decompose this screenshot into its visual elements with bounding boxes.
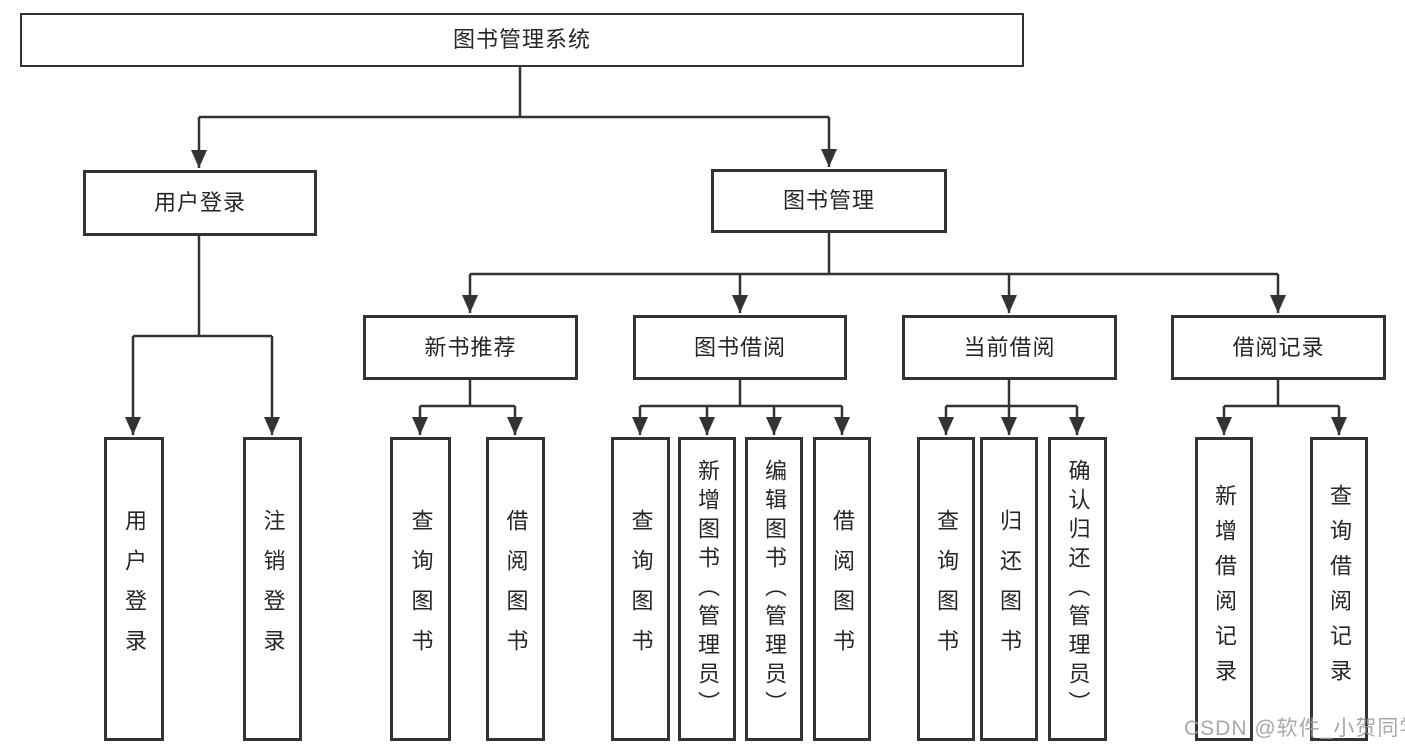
- node-new-book-rec: 新书推荐: [363, 315, 578, 380]
- node-current-return-books: 归还图书: [980, 437, 1038, 741]
- node-borrow-add-books: 新增图书（管理员）: [678, 437, 736, 741]
- node-current-confirm-return: 确认归还（管理员）: [1048, 437, 1107, 741]
- node-user-login: 用户登录: [83, 170, 317, 236]
- node-current-borrow: 当前借阅: [902, 315, 1117, 380]
- node-borrow-edit-books: 编辑图书（管理员）: [745, 437, 803, 741]
- node-book-mgmt: 图书管理: [711, 169, 947, 233]
- csdn-watermark: CSDN @软件_小贺同学: [1184, 717, 1405, 740]
- node-current-query-books: 查询图书: [917, 437, 975, 741]
- connector-rails: [133, 67, 1339, 408]
- node-user-login-action: 用户登录: [104, 437, 164, 741]
- node-borrow-borrow-books: 借阅图书: [813, 437, 871, 741]
- node-rec-borrow-books: 借阅图书: [486, 437, 545, 741]
- node-borrow-query-books: 查询图书: [611, 437, 670, 741]
- node-borrow-records: 借阅记录: [1171, 315, 1386, 380]
- node-records-query-record: 查询借阅记录: [1310, 437, 1368, 741]
- node-logout-action: 注销登录: [243, 437, 302, 741]
- node-root: 图书管理系统: [20, 13, 1024, 67]
- node-book-borrow: 图书借阅: [633, 315, 847, 380]
- node-records-add-record: 新增借阅记录: [1195, 437, 1253, 741]
- node-rec-query-books: 查询图书: [390, 437, 451, 741]
